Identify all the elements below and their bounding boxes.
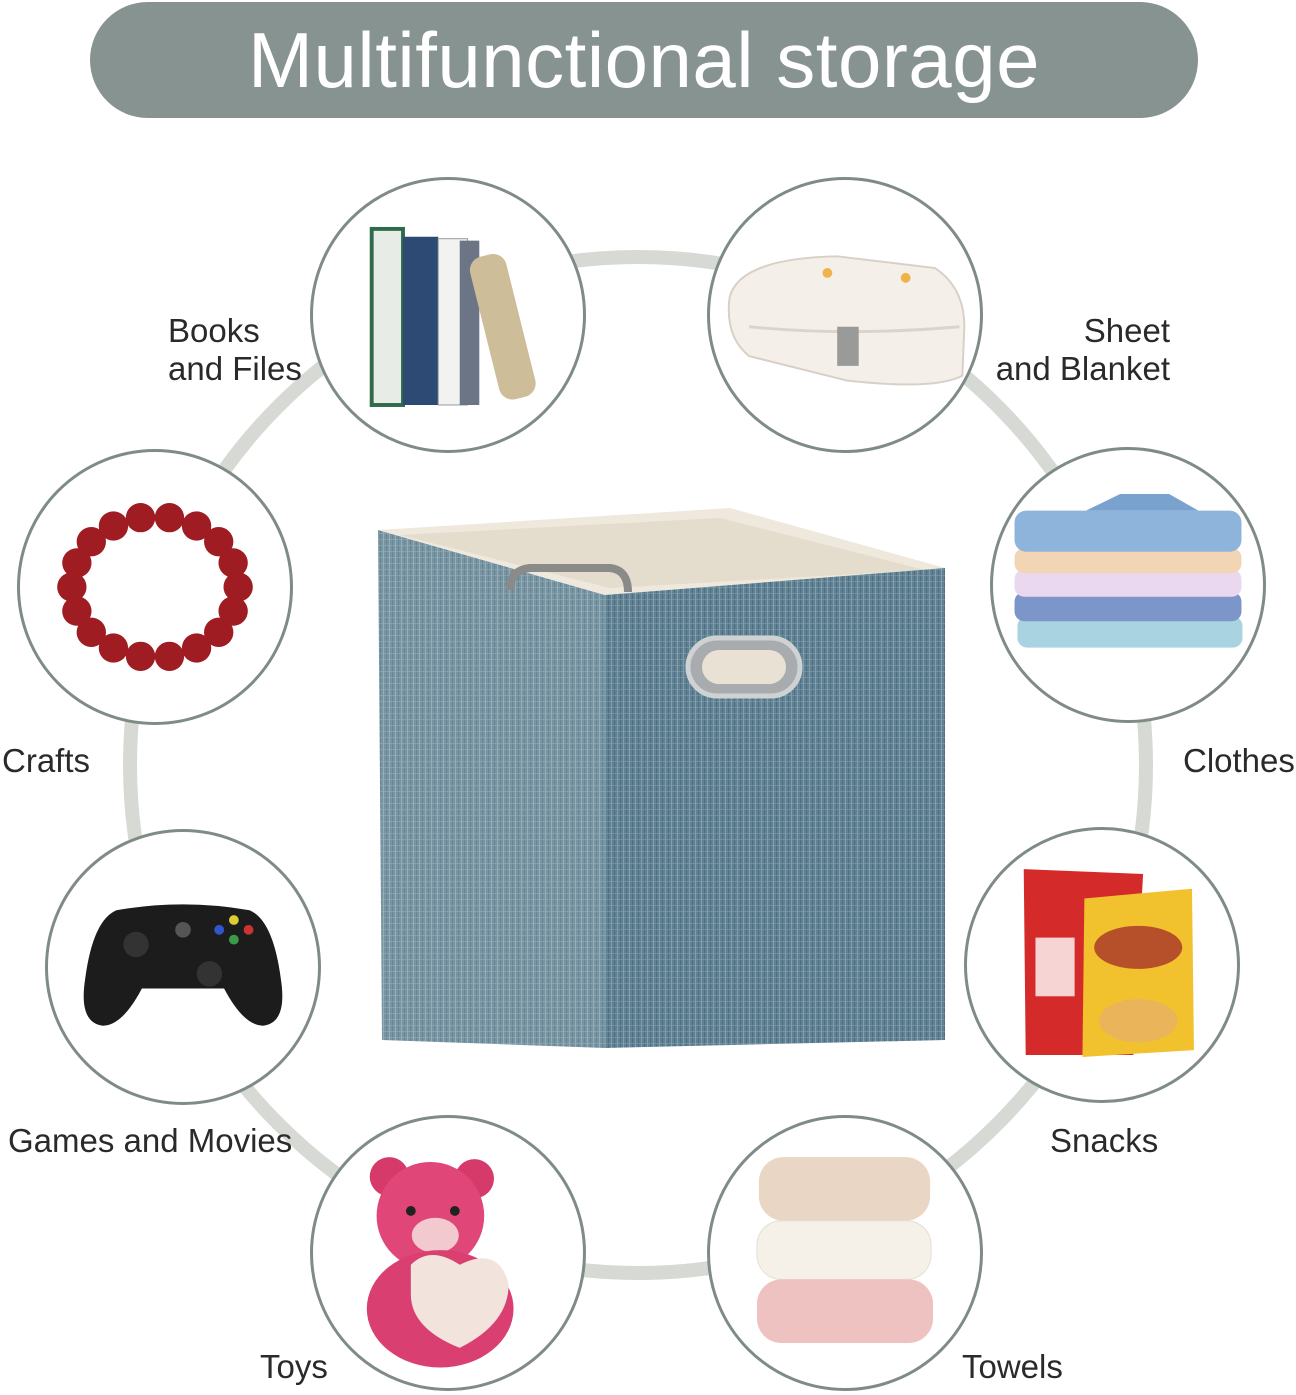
- bead: [223, 572, 253, 602]
- label-crafts: Crafts: [2, 742, 91, 779]
- folded-blanket-icon: [727, 255, 966, 386]
- bubble-toys: [310, 1115, 586, 1391]
- label-line: Books: [168, 312, 260, 349]
- label-line: and Blanket: [995, 350, 1170, 387]
- bead: [98, 511, 129, 541]
- bubble-books: [310, 177, 586, 453]
- label-sheet: Sheet and Blanket: [996, 312, 1170, 388]
- label-towels: Towels: [962, 1348, 1063, 1385]
- bubble-crafts: [17, 449, 293, 725]
- label-snacks: Snacks: [1050, 1122, 1159, 1159]
- bead: [154, 502, 185, 533]
- label-toys: Toys: [260, 1348, 328, 1385]
- bead: [98, 633, 129, 663]
- bead: [181, 633, 212, 663]
- bubble-games: [45, 829, 321, 1105]
- bead: [204, 527, 234, 557]
- page-title: Multifunctional storage: [248, 15, 1040, 104]
- bubble-snacks: [964, 827, 1240, 1103]
- label-clothes: Clothes: [1183, 742, 1295, 779]
- teddy-bear-icon: [366, 1157, 514, 1368]
- label-line: and Files: [168, 350, 302, 387]
- bead: [57, 572, 87, 602]
- bead: [62, 596, 92, 626]
- bead: [204, 617, 234, 647]
- storage-cube-image: [370, 500, 960, 1060]
- label-books: Books and Files: [168, 312, 302, 388]
- bead: [218, 548, 248, 578]
- game-controller-icon: [83, 904, 283, 1026]
- title-banner: Multifunctional storage: [90, 2, 1198, 118]
- label-games: Games and Movies: [8, 1122, 293, 1159]
- bead: [154, 641, 185, 672]
- bead: [218, 596, 248, 626]
- label-line: Sheet: [1083, 312, 1170, 349]
- bead: [62, 548, 92, 578]
- folded-shirts-icon: [1014, 494, 1243, 648]
- bubble-clothes: [990, 447, 1266, 723]
- bubble-towels: [707, 1115, 983, 1391]
- bead-bracelet-icon: [57, 502, 253, 672]
- books-icon: [369, 226, 536, 407]
- bubble-sheet: [707, 177, 983, 453]
- bead: [125, 641, 156, 672]
- bead: [76, 527, 106, 557]
- folded-towels-icon: [756, 1157, 934, 1343]
- bead: [125, 502, 156, 533]
- snack-bags-icon: [1023, 869, 1194, 1057]
- bead: [181, 511, 212, 541]
- bead: [76, 617, 106, 647]
